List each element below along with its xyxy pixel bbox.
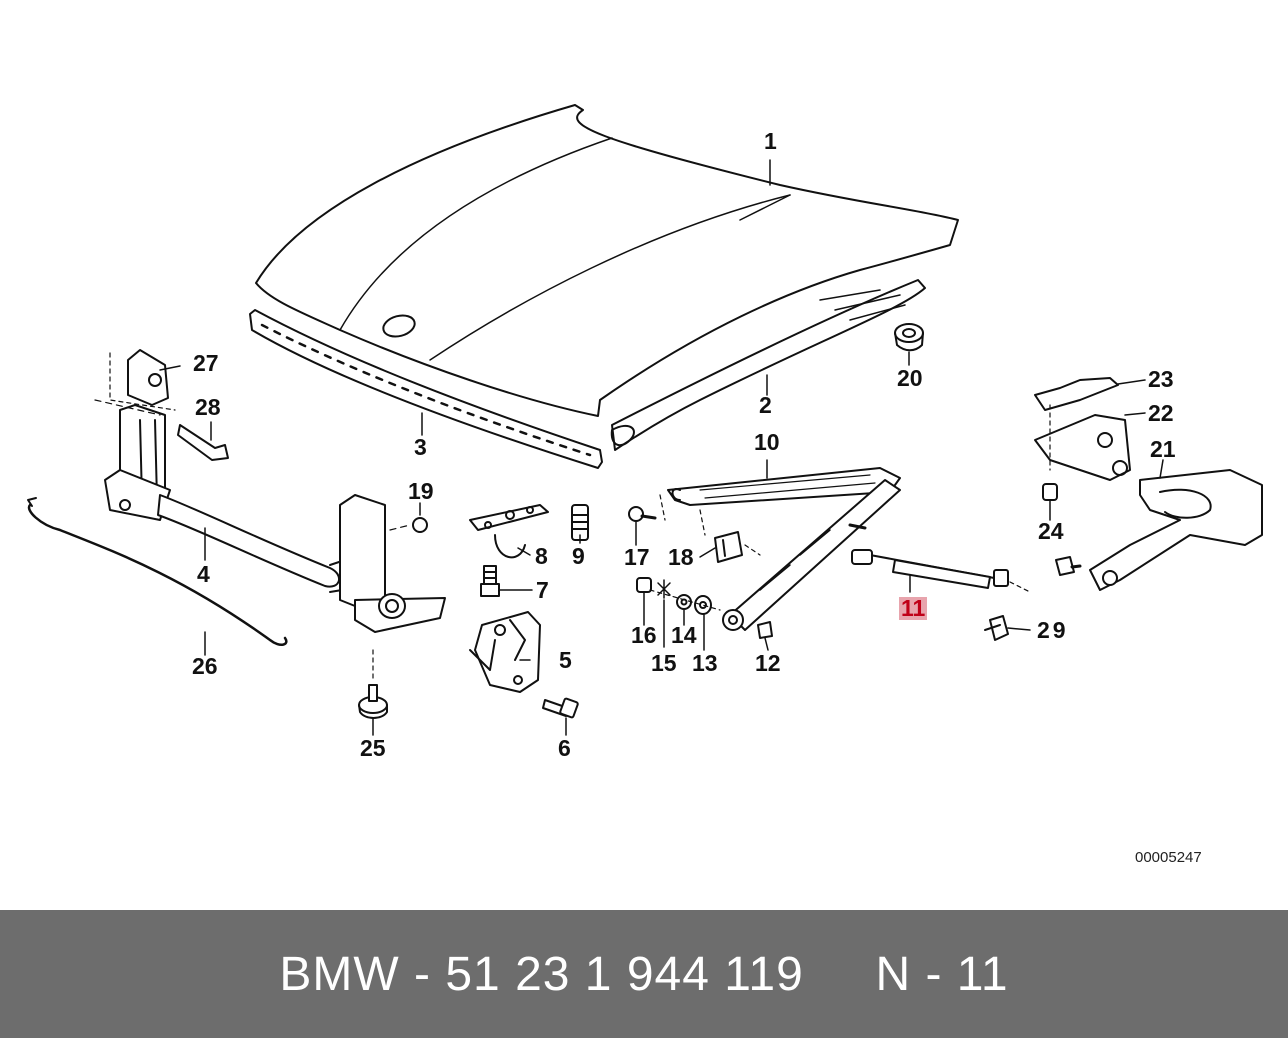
part-label-4: 4 [197,561,210,587]
release-cable [27,497,288,646]
footer-position-number: 11 [956,947,1009,1001]
hood-rear-seal [610,279,926,451]
leader-lines [159,159,1164,736]
diagram-drawing [27,104,1263,736]
part-label-14: 14 [671,622,697,648]
footer-bar: BMW - 51 23 1 944 119 N - 11 [0,910,1288,1038]
footer-part-number: 51 23 1 944 119 [445,947,804,1001]
part-label-9: 9 [572,543,585,569]
hood-panel [255,104,959,417]
part-label-29: 29 [1037,617,1069,643]
part-label-2: 2 [759,392,772,418]
footer-part-info: BMW - 51 23 1 944 119 N - 11 [279,947,1009,1001]
small-fasteners [628,494,773,639]
diagram-reference-code: 00005247 [1135,849,1202,866]
spring-part [571,504,589,541]
footer-position-prefix: N [875,947,912,1001]
part-label-6: 6 [558,735,571,761]
part-label-19: 19 [408,478,434,504]
hood-lock [469,611,541,693]
part-label-24: 24 [1038,518,1064,544]
screw-6 [542,697,579,719]
latch-bracket [469,504,549,559]
part-label-5: 5 [559,647,572,673]
part-label-27: 27 [193,350,219,376]
footer-separator: - [414,947,431,1001]
part-label-16: 16 [631,622,657,648]
hood-front-seal [249,309,603,469]
part-label-25: 25 [360,735,386,761]
part-label-17: 17 [624,544,650,570]
support-arm [667,467,901,631]
part-label-22: 22 [1148,400,1174,426]
part-label-18: 18 [668,544,694,570]
parts-diagram: 1 2 3 4 5 6 7 8 9 10 11 12 13 14 15 16 1… [27,104,1263,866]
part-label-20: 20 [897,365,923,391]
part-label-3: 3 [414,434,427,460]
part-label-21: 21 [1150,436,1176,462]
part-label-13: 13 [692,650,718,676]
part-label-11: 11 [899,595,928,621]
part-label-15: 15 [651,650,677,676]
screw-7 [480,565,500,597]
part-label-23: 23 [1148,366,1174,392]
part-label-28: 28 [195,394,221,420]
part-label-8: 8 [535,543,548,569]
part-label-26: 26 [192,653,218,679]
part-label-1: 1 [764,128,777,154]
clip-29 [984,615,1009,641]
part-label-7: 7 [536,577,549,603]
nut-25 [358,649,388,719]
hinge-assembly-left [94,349,446,633]
rubber-buffer [894,323,924,352]
part-label-12: 12 [755,650,781,676]
footer-brand: BMW [279,947,400,1001]
bushing-18 [699,509,761,563]
gas-strut [848,523,1031,593]
part-label-10: 10 [754,429,780,455]
